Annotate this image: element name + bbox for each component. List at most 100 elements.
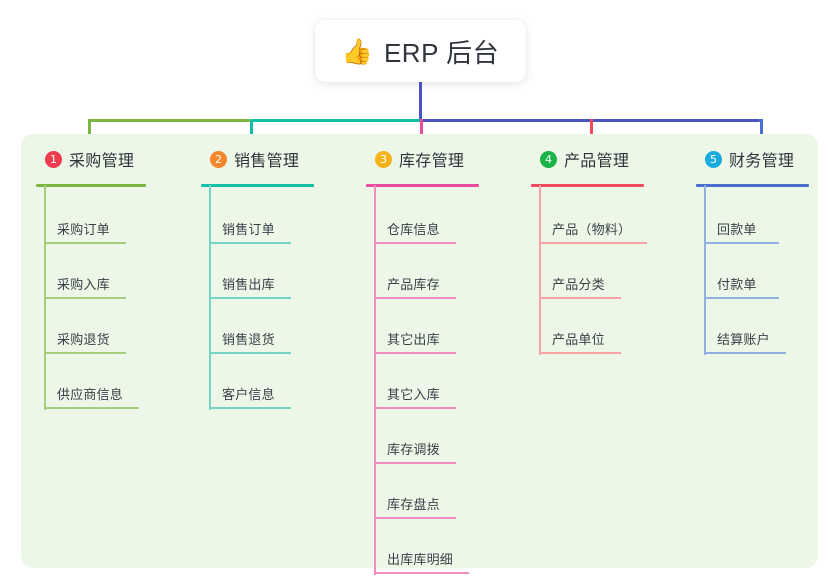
branch-column-4[interactable]: 4 产品管理产品（物料） 产品分类产品单位 — [531, 146, 647, 355]
leaf-item-underline — [374, 517, 456, 519]
branch-title: 财务管理 — [729, 153, 795, 170]
leaf-item-underline — [539, 297, 621, 299]
branch-header-5[interactable]: 5 财务管理 — [696, 146, 794, 172]
branch-column-3[interactable]: 3 库存管理仓库信息产品库存其它出库其它入库库存调拨库存盘点出库库明细 — [366, 146, 479, 575]
leaf-item-label: 采购入库 — [57, 277, 110, 292]
leaf-item[interactable]: 采购入库 — [36, 269, 138, 299]
leaf-item[interactable]: 销售订单 — [201, 214, 303, 244]
leaf-item[interactable]: 产品分类 — [531, 269, 633, 299]
branch-title: 产品管理 — [564, 153, 630, 170]
leaf-item-label: 回款单 — [717, 222, 757, 237]
leaf-item[interactable]: 采购订单 — [36, 214, 138, 244]
leaf-item-underline — [374, 352, 456, 354]
leaf-item-label: 结算账户 — [717, 332, 770, 347]
branch-column-2[interactable]: 2 销售管理销售订单销售出库销售退货客户信息 — [201, 146, 314, 410]
leaf-item-label: 产品（物料） — [552, 222, 632, 237]
leaf-item-label: 供应商信息 — [57, 387, 124, 402]
leaf-item-underline — [539, 242, 647, 244]
root-title: ERP 后台 — [383, 37, 500, 68]
branch-header-4[interactable]: 4 产品管理 — [531, 146, 629, 172]
leaf-item-underline — [539, 352, 621, 354]
leaf-item-label: 采购订单 — [57, 222, 110, 237]
branch-title: 采购管理 — [69, 153, 135, 170]
leaf-item[interactable]: 产品单位 — [531, 324, 633, 354]
leaf-item-label: 产品库存 — [387, 277, 440, 292]
branch-number-badge: 2 — [210, 150, 227, 168]
leaf-item-underline — [44, 297, 126, 299]
leaf-item-underline — [209, 242, 291, 244]
connector-drop-4 — [590, 119, 593, 144]
leaf-item-underline — [44, 407, 139, 409]
thumbs-up-icon: 👍 — [341, 37, 373, 66]
leaf-item[interactable]: 库存盘点 — [366, 489, 468, 519]
branch-title: 库存管理 — [399, 153, 465, 170]
branch-spine — [374, 185, 376, 575]
branch-header-1[interactable]: 1 采购管理 — [36, 146, 134, 172]
leaf-item-label: 其它出库 — [387, 332, 440, 347]
leaf-item[interactable]: 付款单 — [696, 269, 791, 299]
leaf-item-underline — [704, 242, 779, 244]
branch-number-badge: 5 — [705, 150, 722, 168]
leaf-item[interactable]: 客户信息 — [201, 379, 303, 409]
leaf-item-label: 出库库明细 — [387, 552, 454, 567]
leaf-item-label: 仓库信息 — [387, 222, 440, 237]
leaf-item[interactable]: 出库库明细 — [366, 544, 481, 574]
leaf-item[interactable]: 销售退货 — [201, 324, 303, 354]
leaf-item-underline — [209, 352, 291, 354]
leaf-item-underline — [374, 572, 469, 574]
leaf-item-label: 销售出库 — [222, 277, 275, 292]
branch-header-3[interactable]: 3 库存管理 — [366, 146, 464, 172]
leaf-item[interactable]: 其它入库 — [366, 379, 468, 409]
branch-underline — [531, 184, 644, 187]
leaf-item-label: 付款单 — [717, 277, 757, 292]
leaf-item[interactable]: 产品库存 — [366, 269, 468, 299]
branch-underline — [696, 184, 809, 187]
leaf-item-underline — [209, 297, 291, 299]
branch-column-5[interactable]: 5 财务管理回款单付款单结算账户 — [696, 146, 809, 355]
connector-segment-2 — [250, 119, 420, 122]
branch-header-2[interactable]: 2 销售管理 — [201, 146, 299, 172]
leaf-item[interactable]: 仓库信息 — [366, 214, 468, 244]
leaf-item-underline — [374, 297, 456, 299]
leaf-item-underline — [704, 352, 786, 354]
leaf-item-label: 产品分类 — [552, 277, 605, 292]
leaf-item[interactable]: 销售出库 — [201, 269, 303, 299]
branch-number-badge: 4 — [540, 150, 557, 168]
branch-column-1[interactable]: 1 采购管理采购订单采购入库采购退货供应商信息 — [36, 146, 146, 410]
branch-number-badge: 3 — [375, 150, 392, 168]
leaf-item[interactable]: 供应商信息 — [36, 379, 151, 409]
leaf-item[interactable]: 库存调拨 — [366, 434, 468, 464]
leaf-item-label: 销售退货 — [222, 332, 275, 347]
leaf-item-underline — [704, 297, 779, 299]
leaf-item-underline — [209, 407, 291, 409]
connector-drop-5 — [760, 119, 763, 144]
leaf-item-label: 库存盘点 — [387, 497, 440, 512]
leaf-item-underline — [374, 407, 456, 409]
connector-drop-1 — [88, 119, 91, 144]
branch-underline — [201, 184, 314, 187]
leaf-item-label: 销售订单 — [222, 222, 275, 237]
leaf-item-underline — [374, 462, 456, 464]
branch-title: 销售管理 — [234, 153, 300, 170]
leaf-item[interactable]: 采购退货 — [36, 324, 138, 354]
leaf-item-label: 其它入库 — [387, 387, 440, 402]
leaf-item-label: 库存调拨 — [387, 442, 440, 457]
branch-underline — [366, 184, 479, 187]
leaf-item[interactable]: 其它出库 — [366, 324, 468, 354]
branch-underline — [36, 184, 146, 187]
leaf-item[interactable]: 回款单 — [696, 214, 791, 244]
leaf-item-underline — [374, 242, 456, 244]
branches-panel: 1 采购管理采购订单采购入库采购退货供应商信息 2 销售管理销售订单销售出库销售退货客… — [21, 134, 818, 575]
leaf-item-label: 产品单位 — [552, 332, 605, 347]
branch-number-badge: 1 — [45, 150, 62, 168]
connector-drop-2 — [250, 119, 253, 144]
leaf-item[interactable]: 产品（物料） — [531, 214, 659, 244]
leaf-item-underline — [44, 242, 126, 244]
leaf-item-label: 采购退货 — [57, 332, 110, 347]
root-stem — [419, 82, 422, 122]
branch-spine — [539, 185, 541, 355]
root-node[interactable]: 👍 ERP 后台 — [315, 20, 526, 82]
leaf-item[interactable]: 结算账户 — [696, 324, 798, 354]
connector-drop-3 — [420, 119, 423, 144]
